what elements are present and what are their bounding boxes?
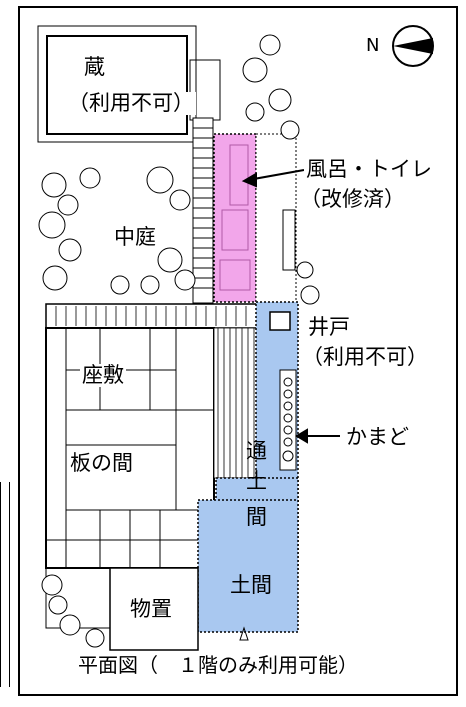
map-frame	[18, 6, 458, 696]
well-label: 井戸	[306, 315, 352, 339]
bath-toilet-area	[213, 133, 257, 303]
compass-letter: N	[366, 35, 380, 56]
toridoma-char-2: 土	[246, 469, 267, 493]
kamado-label: かまど	[344, 425, 411, 449]
side-frame-line	[0, 482, 10, 687]
kura-outline	[46, 35, 188, 135]
bath-toilet-note: （改修済）	[298, 187, 407, 211]
well-note: （利用不可）	[300, 345, 430, 369]
doma-area	[197, 499, 299, 633]
doma-label: 土間	[230, 573, 272, 597]
monooki-label: 物置	[128, 597, 174, 621]
north-arrow-icon	[392, 25, 434, 67]
plan-caption: 平面図（ １階のみ利用可能）	[76, 653, 360, 677]
bath-toilet-label: 風呂・トイレ	[304, 157, 434, 181]
toridoma-char-3: 間	[246, 505, 267, 529]
toridoma-char-1: 通	[246, 439, 267, 463]
kura-note: （利用不可）	[66, 91, 196, 115]
nakaniwa-label: 中庭	[112, 225, 158, 249]
itanoma-label: 板の間	[68, 451, 135, 475]
zashiki-label: 座敷	[80, 363, 126, 387]
kura-label: 蔵	[82, 55, 107, 79]
